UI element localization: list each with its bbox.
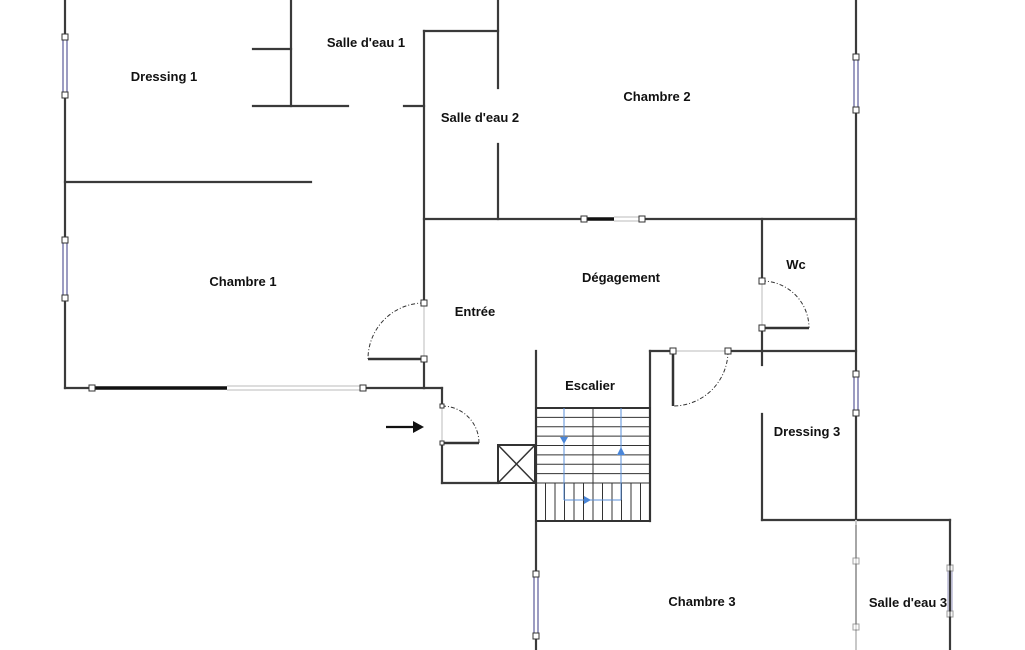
- window-dressing-3: [852, 370, 860, 417]
- window-salle-eau-3: [946, 564, 954, 618]
- label-salle-eau-1: Salle d'eau 1: [327, 35, 405, 50]
- label-entree: Entrée: [455, 304, 495, 319]
- sliding-bays: [88, 215, 646, 392]
- walls: [63, 0, 952, 650]
- cross-box-icon: [497, 444, 536, 484]
- label-dressing-1: Dressing 1: [131, 69, 197, 84]
- stair-arrow-right-icon: [584, 496, 591, 504]
- label-chambre-1: Chambre 1: [209, 274, 276, 289]
- stair-arrow-down-icon: [560, 437, 568, 444]
- label-chambre-3: Chambre 3: [668, 594, 735, 609]
- door-salle-eau-3: [852, 525, 860, 631]
- door-dressing-3: [669, 347, 732, 407]
- staircase: [535, 407, 651, 522]
- door-entree: [439, 403, 480, 446]
- window-chambre-1: [61, 236, 69, 302]
- room-labels: Dressing 1 Salle d'eau 1 Salle d'eau 2 C…: [131, 35, 947, 610]
- label-salle-eau-2: Salle d'eau 2: [441, 110, 519, 125]
- door-wc: [758, 277, 810, 332]
- label-chambre-2: Chambre 2: [623, 89, 690, 104]
- doors: [367, 277, 860, 631]
- window-dressing-1: [61, 33, 69, 99]
- label-escalier: Escalier: [565, 378, 615, 393]
- label-degagement: Dégagement: [582, 270, 661, 285]
- label-dressing-3: Dressing 3: [774, 424, 840, 439]
- stair-arrow-up-icon: [617, 447, 625, 455]
- windows: [61, 33, 954, 640]
- window-chambre-2: [852, 53, 860, 114]
- arrow-right-icon: [386, 421, 424, 433]
- label-wc: Wc: [786, 257, 806, 272]
- door-chambre-1: [367, 299, 428, 363]
- label-salle-eau-3: Salle d'eau 3: [869, 595, 947, 610]
- window-chambre-3: [532, 570, 540, 640]
